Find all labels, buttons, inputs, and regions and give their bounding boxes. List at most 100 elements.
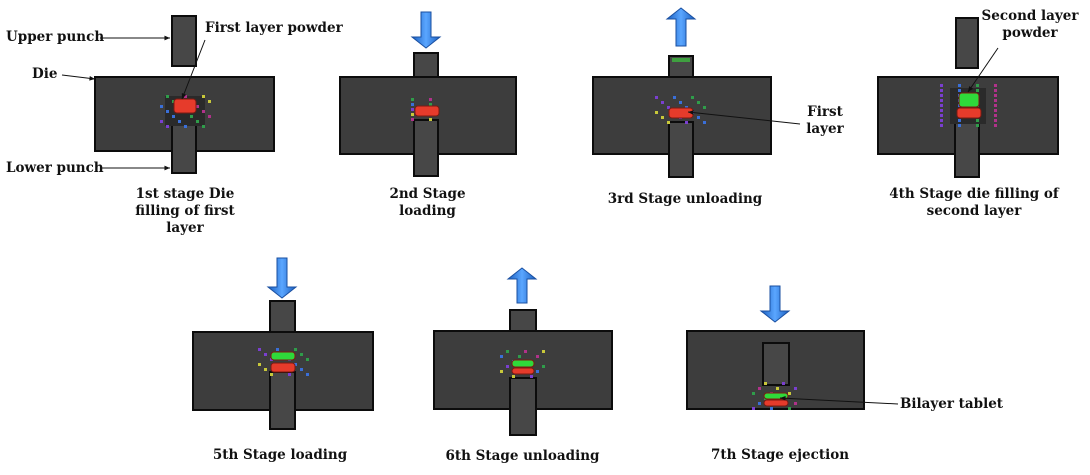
noise-dot xyxy=(661,116,664,119)
first-layer-powder xyxy=(173,98,197,114)
noise-dot xyxy=(794,402,797,405)
noise-dot xyxy=(703,106,706,109)
noise-dot xyxy=(758,402,761,405)
first-layer-compact xyxy=(956,107,982,119)
up-arrow-icon xyxy=(665,7,697,47)
noise-dot xyxy=(411,118,414,121)
down-arrow-icon xyxy=(266,257,298,299)
noise-dot xyxy=(691,96,694,99)
noise-dot xyxy=(411,108,414,111)
die-label: Die xyxy=(32,66,58,82)
noise-dot xyxy=(940,84,943,87)
noise-dot xyxy=(264,368,267,371)
noise-dot xyxy=(258,348,261,351)
pointer-die xyxy=(61,74,96,80)
first-layer-compact xyxy=(270,362,296,373)
noise-dot xyxy=(788,392,791,395)
noise-dot xyxy=(294,363,297,366)
noise-dot xyxy=(196,105,199,108)
noise-dot xyxy=(655,111,658,114)
noise-dot xyxy=(202,110,205,113)
noise-dot xyxy=(994,104,997,107)
noise-dot xyxy=(655,96,658,99)
noise-dot xyxy=(536,370,539,373)
pointer-bilayer-tablet xyxy=(779,397,899,405)
stage-4-caption: 4th Stage die filling of second layer xyxy=(889,186,1059,219)
noise-dot xyxy=(208,115,211,118)
noise-dot xyxy=(940,124,943,127)
stage-3-caption: 3rd Stage unloading xyxy=(607,191,763,207)
noise-dot xyxy=(208,100,211,103)
stage-1-caption: 1st stage Die filling of first layer xyxy=(135,186,235,236)
noise-dot xyxy=(940,104,943,107)
noise-dot xyxy=(994,119,997,122)
noise-dot xyxy=(411,98,414,101)
noise-dot xyxy=(190,115,193,118)
noise-dot xyxy=(542,365,545,368)
first-layer-compact xyxy=(414,105,440,117)
noise-dot xyxy=(764,382,767,385)
noise-dot xyxy=(703,121,706,124)
down-arrow-icon xyxy=(410,11,442,49)
pointer-first-layer-powder xyxy=(181,39,206,100)
first-layer-label: First layer xyxy=(806,104,844,137)
punch-tip xyxy=(672,58,690,62)
noise-dot xyxy=(776,387,779,390)
noise-dot xyxy=(178,120,181,123)
noise-dot xyxy=(300,353,303,356)
noise-dot xyxy=(752,392,755,395)
noise-dot xyxy=(172,115,175,118)
noise-dot xyxy=(172,100,175,103)
noise-dot xyxy=(184,95,187,98)
noise-dot xyxy=(788,407,791,410)
noise-dot xyxy=(958,89,961,92)
noise-dot xyxy=(770,407,773,410)
noise-dot xyxy=(976,84,979,87)
pointer-second-layer-powder xyxy=(967,47,999,93)
noise-dot xyxy=(506,350,509,353)
noise-dot xyxy=(276,348,279,351)
noise-dot xyxy=(288,373,291,376)
noise-dot xyxy=(940,109,943,112)
noise-dot xyxy=(667,121,670,124)
noise-dot xyxy=(994,124,997,127)
stage-4-press xyxy=(877,17,1059,178)
first-layer-compact xyxy=(511,367,535,375)
noise-dot xyxy=(300,368,303,371)
noise-dot xyxy=(994,94,997,97)
noise-dot xyxy=(196,120,199,123)
noise-dot xyxy=(667,106,670,109)
noise-dot xyxy=(940,114,943,117)
up-arrow-icon xyxy=(506,267,538,304)
pointer-bilayer-tablet-head xyxy=(780,395,786,401)
pointer-upper-punch-head xyxy=(164,35,170,41)
noise-dot xyxy=(500,355,503,358)
second-layer-compact xyxy=(270,351,296,361)
noise-dot xyxy=(524,350,527,353)
noise-dot xyxy=(994,109,997,112)
noise-dot xyxy=(697,116,700,119)
noise-dot xyxy=(202,95,205,98)
noise-dot xyxy=(518,355,521,358)
noise-dot xyxy=(160,105,163,108)
lower-punch xyxy=(413,119,439,177)
lower-punch-label: Lower punch xyxy=(6,160,104,176)
noise-dot xyxy=(411,113,414,116)
second-layer-powder-label: Second layer powder xyxy=(981,8,1079,41)
noise-dot xyxy=(166,95,169,98)
noise-dot xyxy=(542,350,545,353)
noise-dot xyxy=(940,119,943,122)
noise-dot xyxy=(270,373,273,376)
pointer-second-layer-powder-head xyxy=(968,86,974,92)
tablet-first-layer xyxy=(763,399,789,407)
noise-dot xyxy=(530,375,533,378)
noise-dot xyxy=(202,125,205,128)
noise-dot xyxy=(429,118,432,121)
lower-punch xyxy=(954,119,980,178)
first-layer-compact xyxy=(668,107,694,119)
noise-dot xyxy=(160,120,163,123)
noise-dot xyxy=(976,124,979,127)
second-layer-powder xyxy=(958,92,980,108)
noise-dot xyxy=(411,103,414,106)
